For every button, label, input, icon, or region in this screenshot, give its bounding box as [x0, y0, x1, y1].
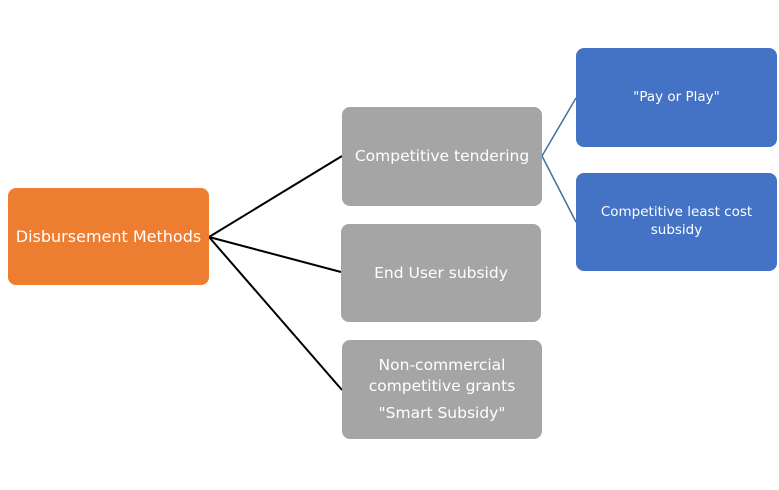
non-commercial-grants-node: Non-commercial competitive grants "Smart… [342, 340, 542, 439]
least-cost-label-line2: subsidy [650, 222, 703, 238]
end-user-subsidy-node: End User subsidy [341, 224, 541, 322]
non-commercial-label-line2: competitive grants [368, 377, 516, 396]
end-user-subsidy-label: End User subsidy [374, 263, 508, 282]
competitive-tendering-node: Competitive tendering [342, 107, 542, 206]
connector-tendering-to-least-cost [541, 155, 577, 223]
pay-or-play-label: "Pay or Play" [633, 88, 720, 105]
competitive-tendering-label: Competitive tendering [354, 147, 530, 166]
connector-root-to-competitive-tendering [208, 155, 343, 238]
connector-root-to-end-user-subsidy [208, 236, 342, 273]
least-cost-label-line1: Competitive least cost [600, 204, 753, 221]
disbursement-methods-label: Disbursement Methods [15, 227, 202, 246]
pay-or-play-node: "Pay or Play" [576, 48, 777, 147]
connector-root-to-non-commercial-grants [208, 236, 343, 391]
connector-tendering-to-pay-or-play [541, 97, 577, 157]
competitive-least-cost-node: Competitive least cost subsidy [576, 173, 777, 271]
smart-subsidy-label: "Smart Subsidy" [378, 403, 506, 422]
disbursement-methods-node: Disbursement Methods [8, 188, 209, 285]
non-commercial-label-line1: Non-commercial [378, 356, 506, 375]
